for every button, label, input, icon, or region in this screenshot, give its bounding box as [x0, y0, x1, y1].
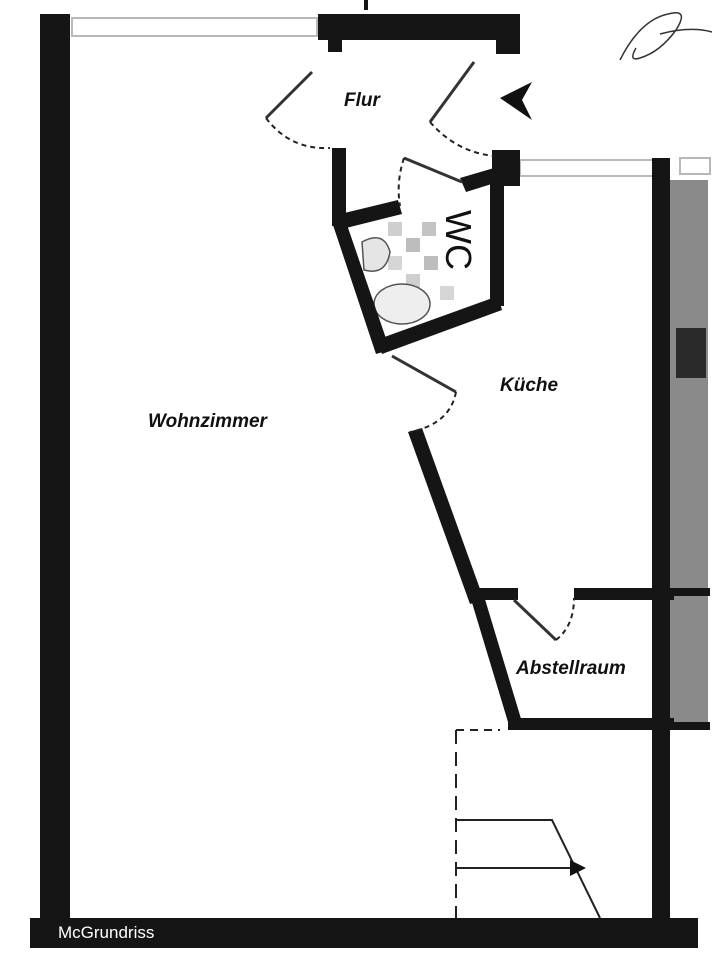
adjacent-area-strip [668, 180, 708, 725]
room-label-wohnzimmer: Wohnzimmer [148, 411, 269, 432]
wc-floor-tiles [388, 222, 454, 300]
sink-icon [373, 283, 431, 325]
entrance-arrow-icon [500, 82, 532, 120]
stair-arrow-icon [570, 860, 586, 876]
room-label-abstellraum: Abstellraum [515, 658, 626, 679]
signature-scribble [619, 12, 713, 61]
window-kitchen [519, 159, 656, 177]
toilet-icon [361, 237, 391, 272]
room-label-wc: WC [438, 210, 479, 270]
brand-label: McGrundriss [58, 923, 154, 942]
walls [30, 0, 710, 948]
window-top-left [71, 17, 318, 37]
doors [264, 61, 575, 642]
stair-outline [455, 729, 601, 919]
room-label-kueche: Küche [500, 375, 559, 396]
window-right [679, 157, 711, 175]
room-label-flur: Flur [344, 90, 381, 111]
adjacent-area-dark-block [676, 328, 706, 378]
